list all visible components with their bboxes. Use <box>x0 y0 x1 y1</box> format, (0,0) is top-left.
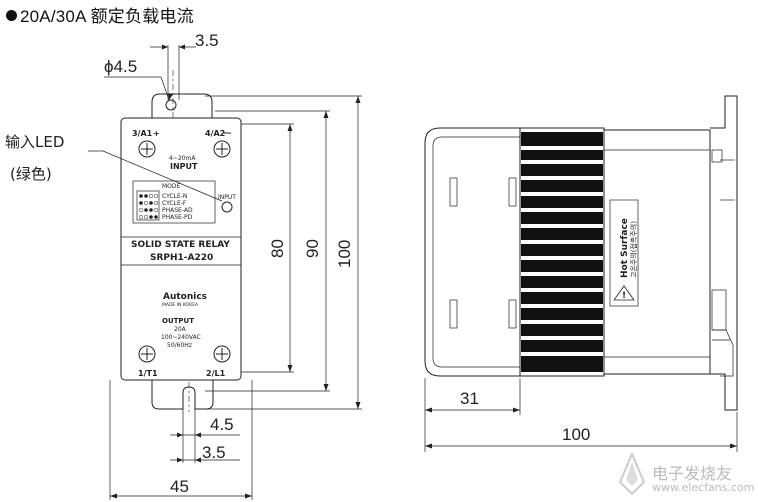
terminal-in-pos-label: 3/A1 <box>132 129 153 138</box>
hot-surface-korean: 고온주의(접촉주의) <box>629 221 638 278</box>
watermark: 电子发烧友 www.elecfans.com <box>612 452 755 498</box>
heatsink-fin <box>521 356 603 372</box>
mode-option: PHASE-AD <box>162 207 193 214</box>
screw-icon <box>213 140 231 158</box>
dim-slot-45: 4.5 <box>170 415 240 438</box>
dim-top-width: 3.5 <box>150 31 219 50</box>
mode-option: CYCLE-N <box>162 193 187 200</box>
heatsink-fin <box>521 132 603 146</box>
heatsink-fin <box>521 180 603 192</box>
svg-text:80: 80 <box>268 239 287 258</box>
watermark-url: www.elecfans.com <box>652 481 755 494</box>
mode-label: MODE <box>162 183 181 190</box>
mode-option: CYCLE-F <box>162 200 187 207</box>
terminal-out-1-label: 1/T1 <box>138 369 158 378</box>
screw-icon <box>138 140 156 158</box>
heatsink-fin <box>521 164 603 176</box>
heatsink-fin <box>521 196 603 208</box>
svg-text:!: ! <box>622 291 626 301</box>
svg-text:ϕ4.5: ϕ4.5 <box>104 57 137 76</box>
front-view: 3/A1 + 4/A2 4~20mA INPUT MODE CYCLE-N CY… <box>120 45 242 412</box>
dim-depth-100: 100 <box>425 425 737 449</box>
side-view: ! Hot Surface 고온주의(접촉주의) <box>424 95 738 411</box>
relay-body <box>120 117 242 381</box>
screw-icon <box>138 345 156 363</box>
svg-text:45: 45 <box>170 477 189 496</box>
dim-width-45: 45 <box>110 477 252 499</box>
mount-bracket <box>710 95 738 411</box>
title-text: 20A/30A 额定负载电流 <box>20 7 194 26</box>
output-frequency: 50/60Hz <box>167 342 192 349</box>
brand-logo: Autonics <box>163 292 207 302</box>
bottom-mount-tab <box>151 380 214 410</box>
terminal-in-neg-label: 4/A2 <box>205 129 225 138</box>
product-type: SOLID STATE RELAY <box>131 240 230 250</box>
led-callout-line2: (绿色) <box>10 165 52 183</box>
heatsink-fin <box>521 244 603 256</box>
heatsink-fin <box>521 212 603 224</box>
heatsink-fin <box>521 228 603 240</box>
terminal-out-2-label: 2/L1 <box>206 369 226 378</box>
heatsink-fin <box>521 260 603 272</box>
svg-text:100: 100 <box>335 240 354 268</box>
top-hole <box>165 99 177 111</box>
output-current: 20A <box>174 326 187 333</box>
diagram-title: 20A/30A 额定负载电流 <box>6 2 194 27</box>
side-cover <box>424 127 521 377</box>
dim-height-80: 80 <box>268 124 293 372</box>
model-number: SRPH1-A220 <box>150 253 213 263</box>
input-led-icon <box>221 201 233 213</box>
screw-icon <box>213 345 231 363</box>
svg-text:31: 31 <box>460 389 479 408</box>
svg-text:3.5: 3.5 <box>195 31 219 50</box>
heatsink-fins <box>521 132 603 372</box>
svg-text:3.5: 3.5 <box>202 443 226 462</box>
watermark-text: 电子发烧友 <box>652 464 733 483</box>
bullet-icon <box>6 10 17 21</box>
dim-depth-31: 31 <box>425 389 520 413</box>
input-label: INPUT <box>170 162 198 171</box>
hot-surface-warning-label: ! Hot Surface 고온주의(접촉주의) <box>609 199 639 307</box>
output-voltage: 100~240VAC <box>161 334 201 341</box>
mode-selector <box>136 190 160 221</box>
heatsink-fin <box>521 292 603 304</box>
side-plate <box>603 129 711 375</box>
heatsink-fin <box>521 340 603 352</box>
plus-sign: + <box>153 129 160 138</box>
output-label: OUTPUT <box>162 317 194 325</box>
hot-surface-text: Hot Surface <box>620 218 630 278</box>
dim-slot-35: 3.5 <box>170 443 240 463</box>
dim-height-100: 100 <box>335 96 361 409</box>
led-callout-line1: 输入LED <box>5 133 64 151</box>
dim-height-90: 90 <box>303 111 329 391</box>
led-label: INPUT <box>218 194 236 201</box>
svg-text:90: 90 <box>303 239 322 258</box>
mode-option: PHASE-PD <box>162 214 193 221</box>
led-leader-line <box>88 150 223 202</box>
warning-triangle-icon <box>613 285 635 301</box>
dim-hole-diameter: ϕ4.5 <box>104 57 173 101</box>
input-spec-label: 4~20mA <box>169 155 196 162</box>
heatsink-fin <box>521 276 603 288</box>
watermark-logo-icon <box>618 452 646 496</box>
made-in-label: MADE IN KOREA <box>162 302 199 308</box>
heatsink-fin <box>521 308 603 320</box>
svg-text:4.5: 4.5 <box>210 415 234 434</box>
top-mount-tab <box>151 93 213 118</box>
svg-text:100: 100 <box>562 425 590 444</box>
heatsink-fin <box>521 150 603 160</box>
heatsink-fin <box>521 324 603 336</box>
